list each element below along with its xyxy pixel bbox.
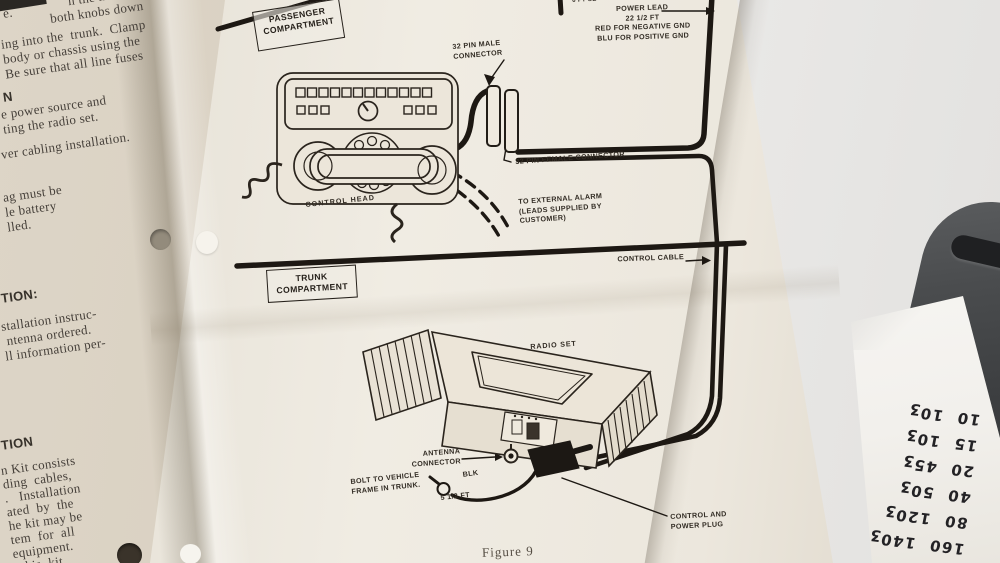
speaker-mic-slot	[948, 232, 1000, 275]
figure-caption: Figure 9	[481, 543, 534, 560]
punched-hole	[117, 543, 142, 563]
punched-hole	[150, 229, 171, 250]
control-head-drawing	[241, 72, 459, 244]
white-reinforcement-sticker	[196, 231, 218, 254]
radio-set-drawing	[362, 328, 658, 469]
white-reinforcement-sticker	[180, 544, 201, 563]
